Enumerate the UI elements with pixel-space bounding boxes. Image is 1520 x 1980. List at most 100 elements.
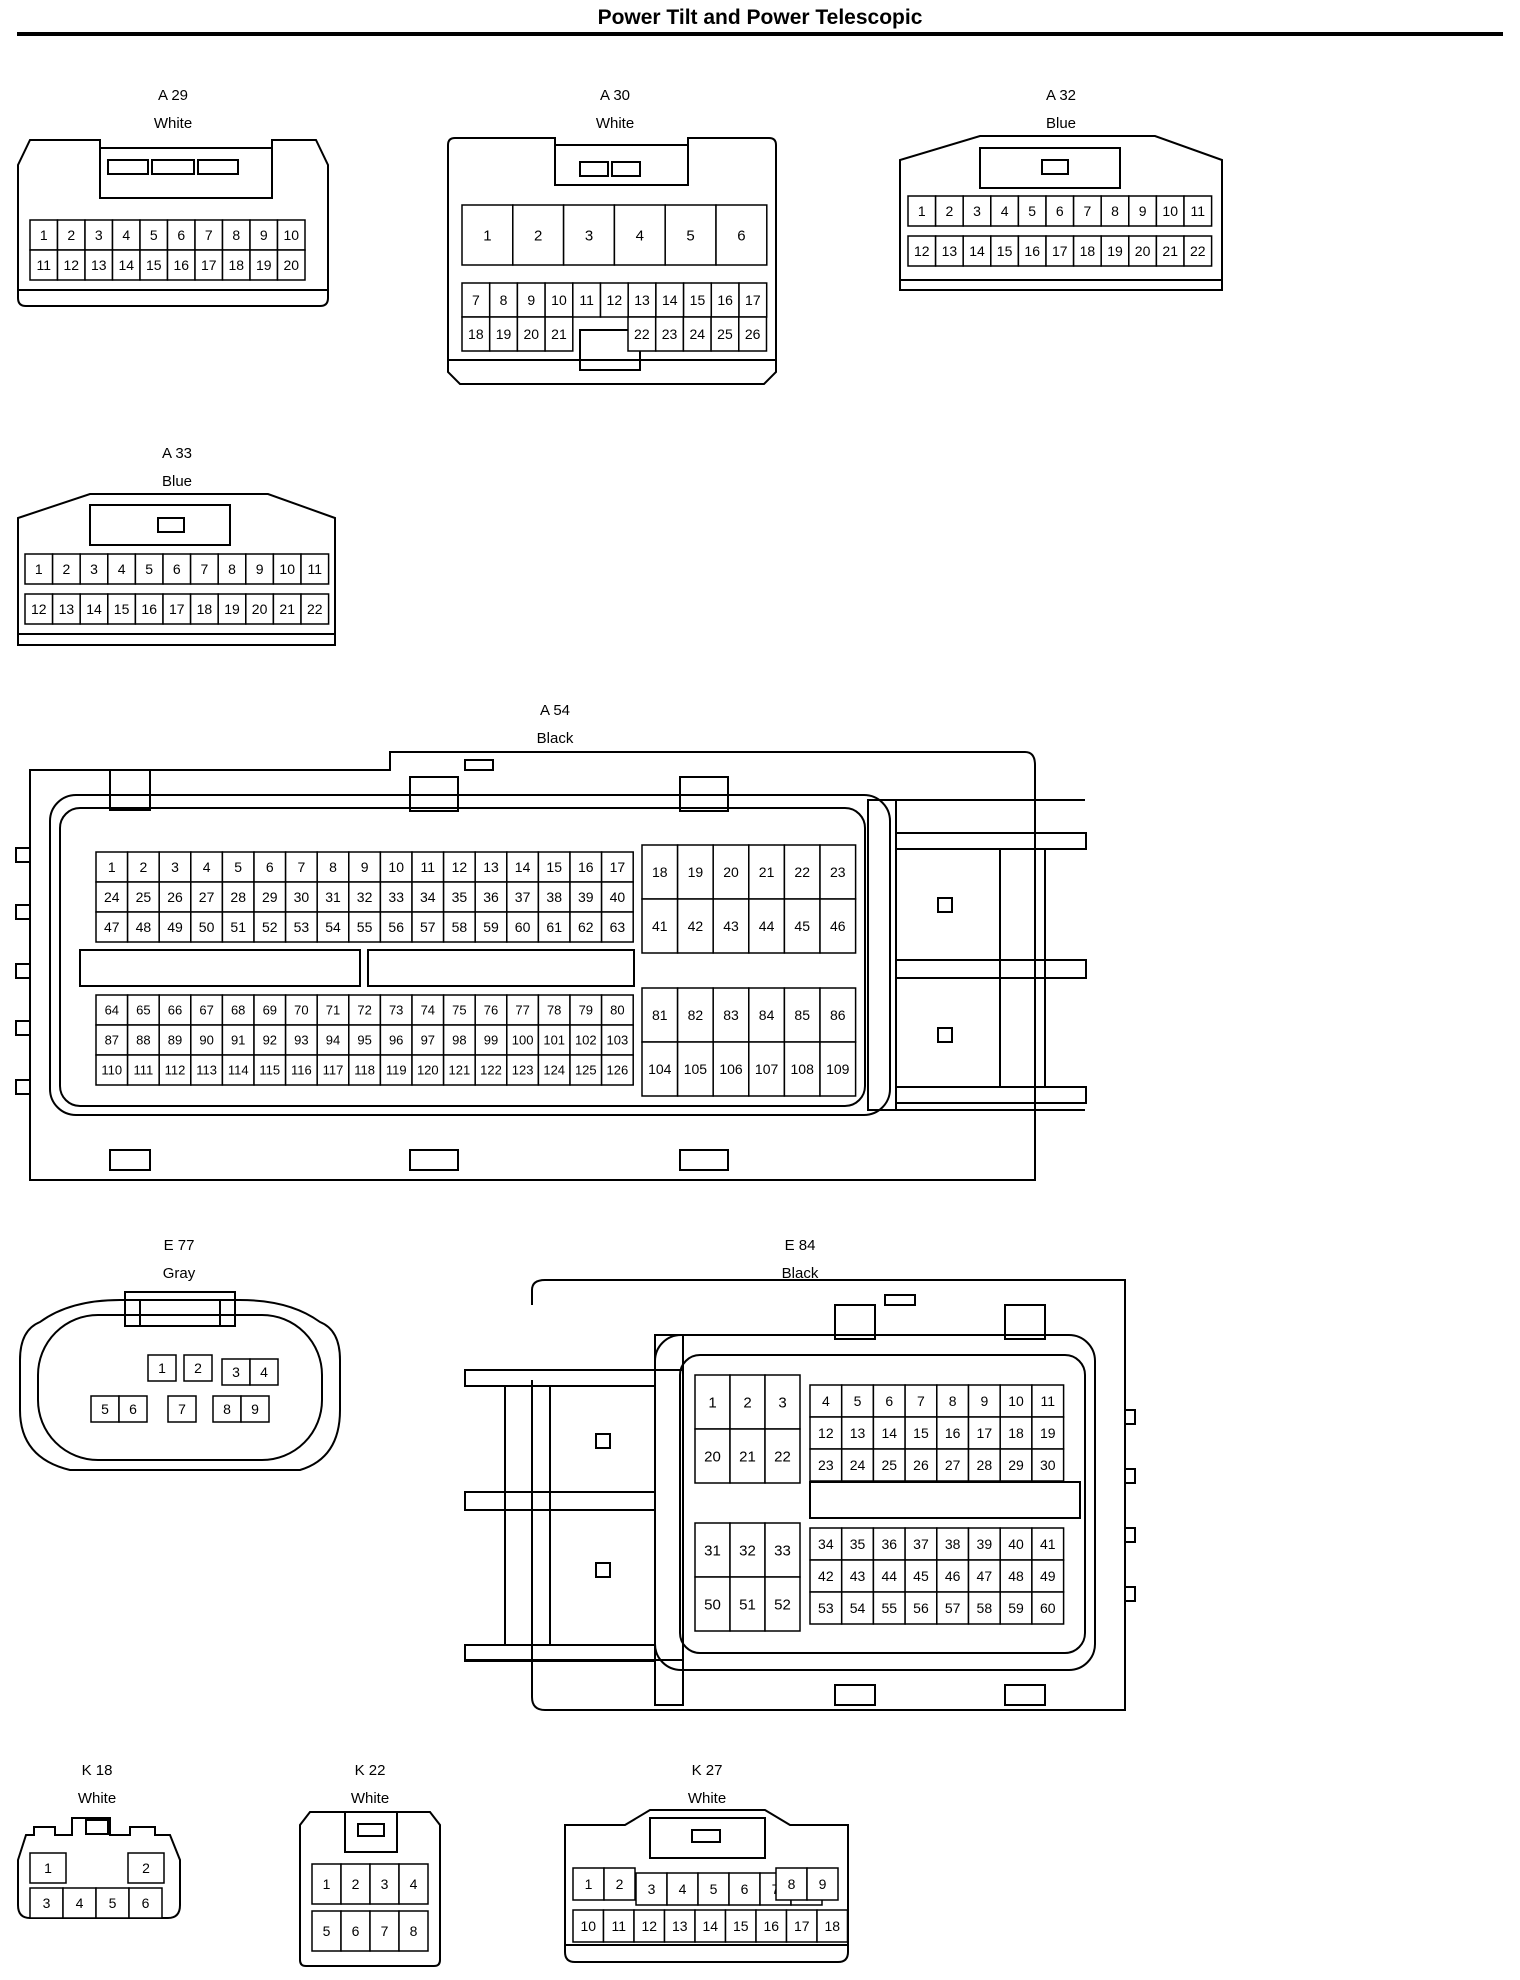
pin-k27-1: 1	[572, 1867, 605, 1901]
svg-text:80: 80	[610, 1003, 624, 1018]
svg-text:5: 5	[854, 1393, 862, 1409]
svg-text:23: 23	[662, 326, 678, 342]
pin-a29-3: 3	[84, 219, 114, 251]
pin-a54-67: 67	[190, 994, 224, 1026]
svg-text:4: 4	[118, 561, 126, 577]
pin-k27-9: 9	[806, 1867, 839, 1901]
svg-text:115: 115	[259, 1063, 280, 1078]
svg-text:113: 113	[196, 1063, 217, 1078]
pin-a54-91: 91	[221, 1024, 255, 1056]
svg-text:21: 21	[739, 1448, 756, 1465]
connector-color: Black	[781, 1265, 819, 1282]
svg-text:12: 12	[607, 292, 623, 308]
svg-text:15: 15	[546, 859, 562, 875]
svg-text:13: 13	[91, 257, 107, 273]
pin-e84-37: 37	[904, 1527, 938, 1561]
svg-text:56: 56	[913, 1600, 929, 1616]
svg-text:114: 114	[228, 1063, 249, 1078]
svg-text:19: 19	[496, 326, 512, 342]
pin-a54-98: 98	[442, 1024, 476, 1056]
svg-text:16: 16	[173, 257, 189, 273]
svg-text:22: 22	[634, 326, 650, 342]
pin-a30-26: 26	[738, 316, 768, 352]
pin-a33-7: 7	[189, 553, 219, 585]
pin-k22-7: 7	[369, 1910, 400, 1952]
pin-a54-47: 47	[95, 911, 129, 943]
svg-text:30: 30	[1040, 1457, 1056, 1473]
svg-text:14: 14	[881, 1425, 897, 1441]
pin-a30-19: 19	[488, 316, 519, 352]
pin-a32-4: 4	[990, 195, 1020, 227]
svg-text:69: 69	[263, 1003, 277, 1018]
pin-a33-4: 4	[107, 553, 137, 585]
pin-a54-71: 71	[316, 994, 350, 1026]
svg-text:1: 1	[708, 1394, 716, 1411]
connector-body-a29	[17, 139, 329, 307]
svg-text:16: 16	[141, 601, 157, 617]
svg-text:90: 90	[199, 1033, 213, 1048]
svg-text:88: 88	[136, 1033, 150, 1048]
svg-text:77: 77	[515, 1003, 529, 1018]
svg-text:38: 38	[546, 889, 562, 905]
pin-a54-37: 37	[506, 881, 540, 913]
svg-text:43: 43	[723, 918, 739, 934]
pin-a54-116: 116	[284, 1054, 318, 1086]
svg-text:11: 11	[36, 257, 51, 273]
svg-text:7: 7	[381, 1923, 389, 1939]
svg-text:60: 60	[1040, 1600, 1056, 1616]
pin-a29-5: 5	[139, 219, 169, 251]
pin-e84-14: 14	[872, 1416, 906, 1450]
svg-text:6: 6	[173, 561, 181, 577]
pin-a33-9: 9	[245, 553, 275, 585]
pin-a54-8: 8	[316, 851, 350, 883]
pin-a54-24: 24	[95, 881, 129, 913]
svg-text:16: 16	[1024, 243, 1040, 259]
svg-text:49: 49	[167, 919, 183, 935]
svg-text:35: 35	[452, 889, 468, 905]
pin-a29-20: 20	[276, 249, 306, 281]
svg-text:12: 12	[818, 1425, 834, 1441]
pin-e84-16: 16	[936, 1416, 970, 1450]
pin-a29-2: 2	[56, 219, 86, 251]
svg-text:14: 14	[118, 257, 134, 273]
pin-a32-6: 6	[1045, 195, 1075, 227]
svg-text:96: 96	[389, 1033, 403, 1048]
svg-text:4: 4	[122, 227, 130, 243]
svg-text:49: 49	[1040, 1568, 1056, 1584]
svg-text:8: 8	[500, 292, 508, 308]
pin-e84-2: 2	[729, 1374, 766, 1430]
svg-text:22: 22	[307, 601, 323, 617]
pin-a29-13: 13	[84, 249, 114, 281]
pin-a54-92: 92	[253, 1024, 287, 1056]
pin-a54-12: 12	[442, 851, 476, 883]
svg-text:66: 66	[168, 1003, 182, 1018]
svg-text:15: 15	[997, 243, 1013, 259]
pin-k22-1: 1	[311, 1863, 342, 1905]
svg-text:60: 60	[515, 919, 531, 935]
pin-a54-23: 23	[819, 844, 857, 900]
pin-e84-34: 34	[809, 1527, 843, 1561]
pin-a32-18: 18	[1072, 235, 1102, 267]
pin-a33-3: 3	[79, 553, 109, 585]
svg-text:42: 42	[688, 918, 704, 934]
connector-label-e84: E 84 Black	[720, 1232, 880, 1288]
pin-a54-102: 102	[569, 1024, 603, 1056]
pin-a54-49: 49	[158, 911, 192, 943]
svg-text:16: 16	[578, 859, 594, 875]
pin-a54-42: 42	[676, 898, 714, 954]
svg-text:33: 33	[774, 1542, 791, 1559]
pin-k27-16: 16	[755, 1909, 788, 1943]
pin-a54-97: 97	[411, 1024, 445, 1056]
pin-a54-83: 83	[712, 987, 750, 1043]
connector-code: K 22	[354, 1762, 386, 1779]
pin-a29-15: 15	[139, 249, 169, 281]
svg-text:7: 7	[917, 1393, 925, 1409]
pin-a54-15: 15	[537, 851, 571, 883]
svg-text:8: 8	[232, 227, 240, 243]
svg-text:2: 2	[142, 1860, 150, 1876]
svg-text:54: 54	[325, 919, 341, 935]
pin-a33-6: 6	[162, 553, 192, 585]
connector-label-a33: A 33 Blue	[97, 440, 257, 496]
pin-a54-78: 78	[537, 994, 571, 1026]
pin-a32-16: 16	[1017, 235, 1047, 267]
